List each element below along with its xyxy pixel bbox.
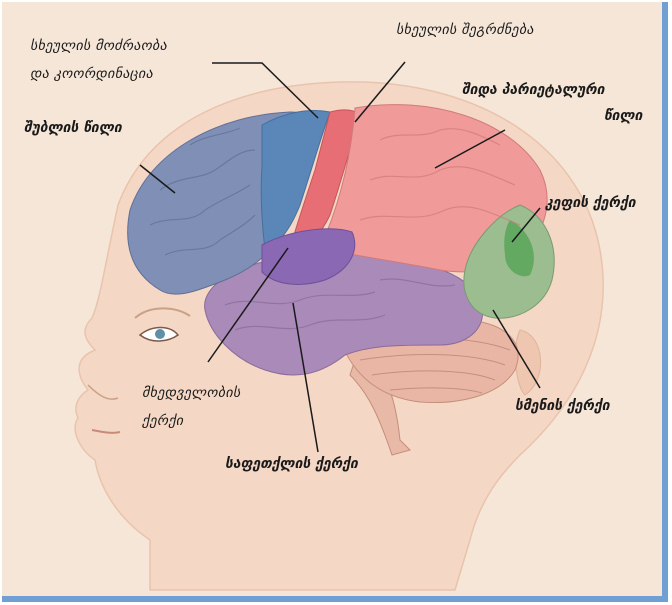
label-visual-line2: ქერქი xyxy=(142,413,183,429)
label-parietal-line2: წილი xyxy=(604,108,642,124)
label-parietal-line1: შიდა პარიეტალური xyxy=(462,82,605,98)
label-auditory-cortex: სმენის ქერქი xyxy=(515,398,610,414)
label-motor-line1: სხეულის მოძრაობა xyxy=(30,38,167,54)
label-frontal-lobe: შუბლის წილი xyxy=(24,120,122,136)
label-sensation: სხეულის შეგრძნება xyxy=(396,22,534,38)
label-visual-line1: მხედველობის xyxy=(142,385,241,401)
label-temporal-cortex: საფეთქლის ქერქი xyxy=(225,456,358,472)
iris xyxy=(155,329,165,339)
label-motor-line2: და კოორდინაცია xyxy=(30,66,153,82)
label-occipital-cortex: კეფის ქერქი xyxy=(545,195,636,211)
